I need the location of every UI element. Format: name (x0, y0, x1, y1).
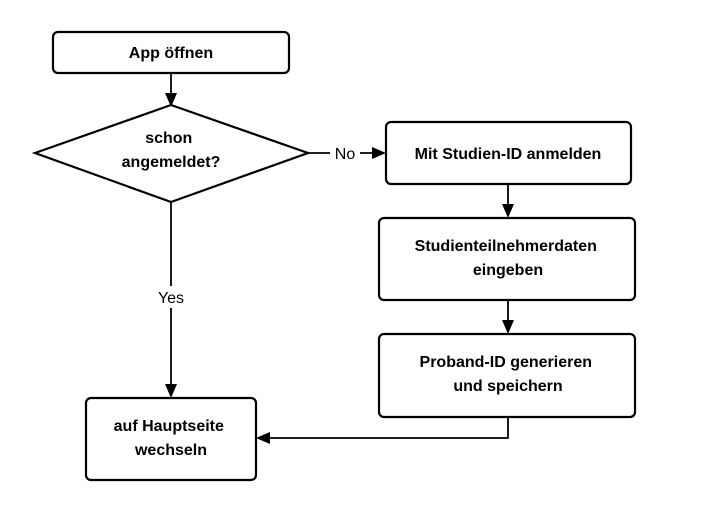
node-start-label: App öffnen (129, 45, 213, 62)
edge-yes-label-bg (151, 286, 191, 308)
node-generate-label: Proband-ID generieren und speichern (420, 354, 597, 395)
edge-generate-to-main-page (256, 417, 509, 444)
node-generate: Proband-ID generieren und speichern (377, 332, 637, 419)
node-main-page-line-2: wechseln (134, 442, 207, 459)
node-decision-label: schon angemeldet? (122, 130, 221, 171)
edge-yes-label: Yes (158, 290, 184, 307)
node-generate-line-1: Proband-ID generieren (420, 354, 592, 371)
node-data-entry-label: Studienteilnehmerdaten eingeben (415, 238, 602, 279)
node-generate-line-2: und speichern (453, 378, 562, 395)
node-decision: schon angemeldet? (31, 103, 312, 204)
node-start: App öffnen (51, 30, 291, 75)
node-data-entry-line-1: Studienteilnehmerdaten (415, 238, 597, 255)
node-main-page-label: auf Hauptseite wechseln (114, 418, 229, 459)
node-main-page-line-1: auf Hauptseite (114, 418, 224, 435)
node-login-line-1: Mit Studien-ID anmelden (415, 146, 602, 163)
node-data-entry-line-2: eingeben (473, 262, 543, 279)
node-data-entry: Studienteilnehmerdaten eingeben (377, 216, 637, 302)
node-start-line-1: App öffnen (129, 45, 213, 62)
node-decision-line-2: angemeldet? (122, 154, 221, 171)
node-login-label: Mit Studien-ID anmelden (415, 146, 602, 163)
edge-no-label: No (335, 146, 356, 163)
node-decision-line-1: schon (145, 130, 192, 147)
edge-no-label-bg (330, 143, 360, 163)
node-login: Mit Studien-ID anmelden (384, 120, 633, 186)
node-main-page: auf Hauptseite wechseln (84, 396, 258, 482)
